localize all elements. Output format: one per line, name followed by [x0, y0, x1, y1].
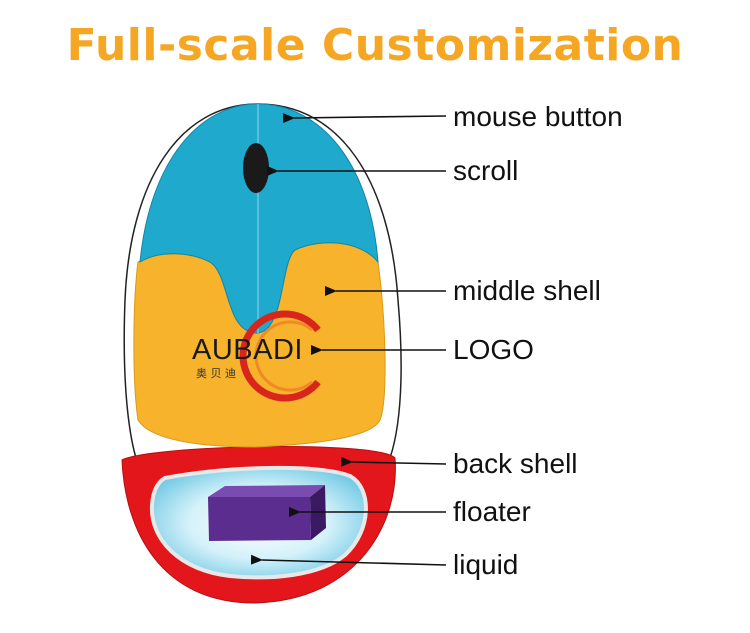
page-title: Full-scale Customization [66, 20, 684, 71]
label-logo: LOGO [453, 334, 534, 365]
label-scroll: scroll [453, 155, 519, 186]
logo-brand-text: AUBADI [192, 334, 303, 366]
label-middle-shell: middle shell [453, 275, 601, 306]
arrow-liquid [250, 554, 447, 566]
logo-ring [239, 310, 321, 402]
label-mouse-button: mouse button [453, 101, 623, 132]
label-liquid: liquid [453, 549, 519, 580]
arrow-mouse-button [282, 113, 447, 124]
logo-chinese-text: 奥 贝 迪 [196, 367, 236, 380]
scroll-wheel [243, 143, 269, 193]
arrow-back-shell [340, 456, 447, 467]
floater-block [208, 485, 326, 541]
label-floater: floater [453, 496, 531, 527]
label-back-shell: back shell [453, 448, 578, 479]
mouse-button-shell [139, 103, 379, 334]
